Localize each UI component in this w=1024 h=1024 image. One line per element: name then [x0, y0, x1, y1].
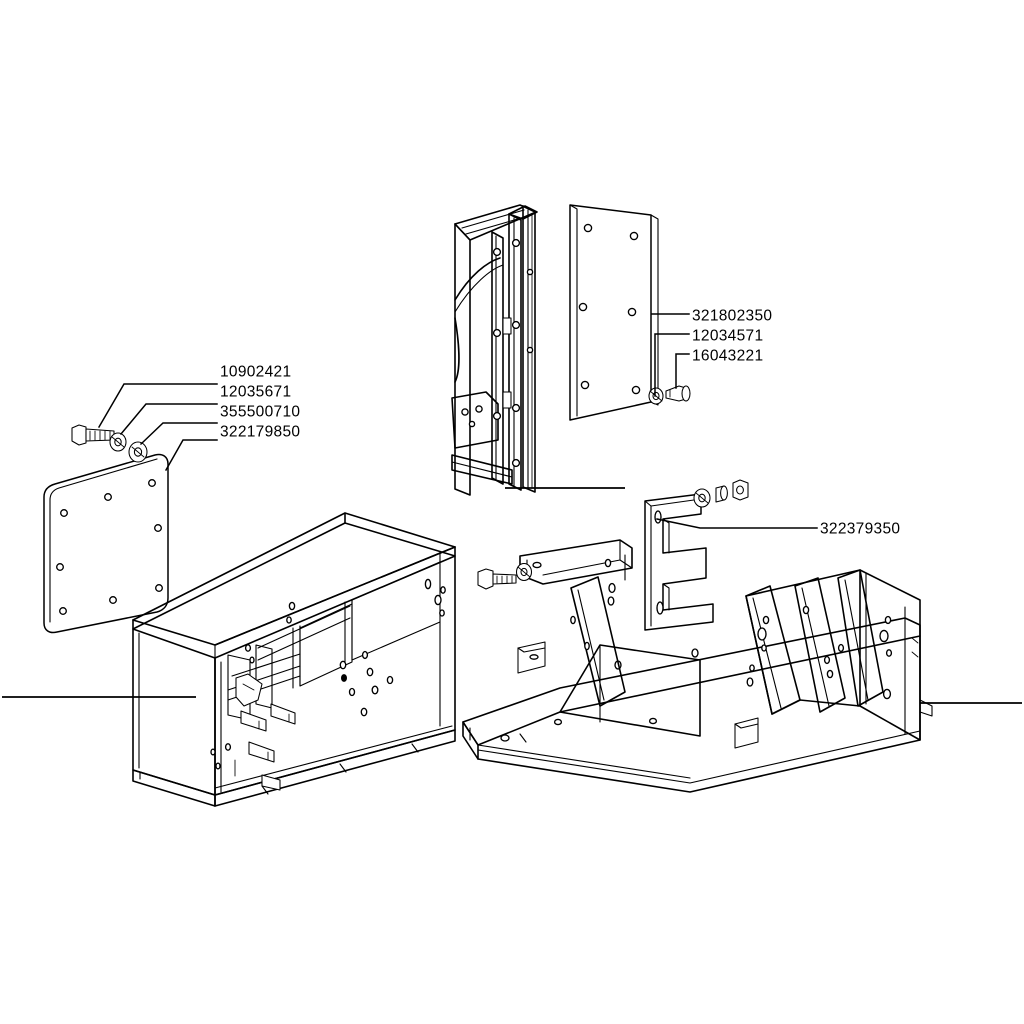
callout-355500710: 355500710 [220, 403, 301, 421]
cover-plate [43, 453, 169, 634]
callout-10902421: 10902421 [220, 363, 292, 381]
callout-12035671: 12035671 [220, 383, 292, 401]
fastener-set-left [71, 424, 148, 463]
fastener-set-bracket [693, 479, 749, 508]
base-chassis-weldment [462, 539, 933, 793]
cutaway-body-section [451, 204, 538, 496]
vertical-panel [569, 204, 659, 421]
leader-lines-bracket [656, 518, 818, 529]
callout-321802350: 321802350 [692, 307, 773, 325]
callout-322379350: 322379350 [820, 520, 901, 538]
fastener-set-right [648, 385, 691, 405]
stepped-bracket [644, 493, 714, 631]
callout-322179850: 322179850 [220, 423, 301, 441]
box-frame-weldment [132, 512, 456, 807]
leader-lines-right [651, 313, 690, 397]
callout-12034571: 12034571 [692, 327, 764, 345]
leader-lines-left [97, 383, 218, 472]
fastener-set-center [477, 562, 533, 590]
callout-16043221: 16043221 [692, 347, 764, 365]
